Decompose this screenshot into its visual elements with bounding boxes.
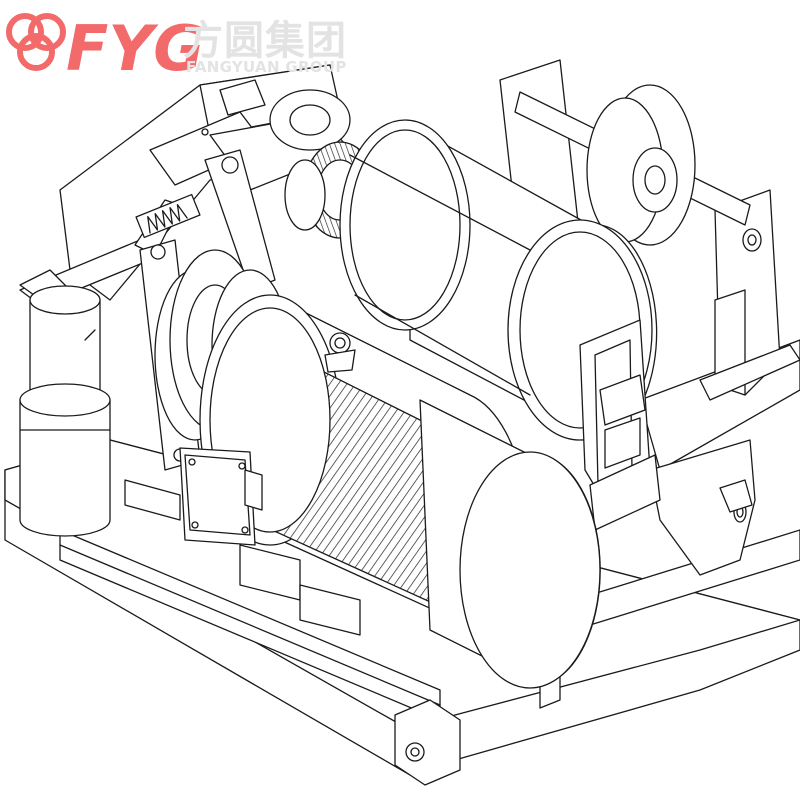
fyg-emblem-icon bbox=[6, 13, 66, 71]
drum-bearing bbox=[579, 319, 661, 531]
brake-spring bbox=[135, 193, 201, 239]
brake-thruster bbox=[19, 285, 111, 537]
motor-feet bbox=[124, 479, 361, 636]
brand-name-cn: 方圆集团 bbox=[183, 18, 347, 64]
rear-bearing-stand bbox=[699, 189, 800, 401]
fan-cover bbox=[419, 399, 601, 689]
terminal-box bbox=[179, 447, 263, 546]
brand-logo: FYG bbox=[6, 12, 204, 85]
brand-mark: FYG bbox=[66, 12, 204, 85]
brand-name-en: FANGYUAN GROUP bbox=[186, 58, 347, 76]
